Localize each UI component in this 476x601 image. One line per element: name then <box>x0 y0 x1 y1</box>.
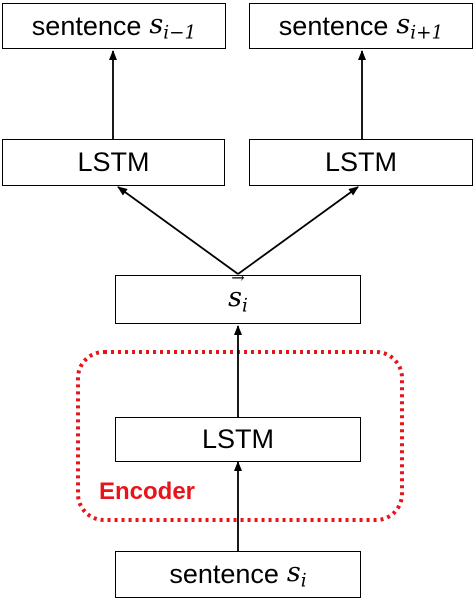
next-sentence-subscript: i+1 <box>410 22 444 44</box>
next-sentence-symbol: si+1 <box>396 9 443 44</box>
prev-sentence-var: s <box>149 8 164 40</box>
vector-arrow-accent: → <box>231 268 245 288</box>
sentence-vector-var: s <box>228 282 242 314</box>
input-sentence-subscript: i <box>300 570 307 592</box>
lstm-right-label: LSTM <box>324 147 397 177</box>
input-sentence-box: sentence si <box>115 551 361 598</box>
lstm-encoder-box: LSTM <box>115 417 361 462</box>
edge-vector-to-lstm-right <box>237 186 359 275</box>
edge-vector-to-lstm-left <box>117 186 239 275</box>
lstm-left-label: LSTM <box>77 147 150 177</box>
sentence-vector-subscript: i <box>241 295 248 317</box>
prev-sentence-word: sentence <box>31 10 142 41</box>
next-sentence-var: s <box>396 8 411 40</box>
input-sentence-var: s <box>286 557 301 589</box>
lstm-left-box: LSTM <box>2 139 225 186</box>
next-sentence-box: sentence si+1 <box>249 3 473 49</box>
prev-sentence-box: sentence si−1 <box>2 3 226 49</box>
sentence-vector-symbol: →si <box>228 270 248 317</box>
prev-sentence-subscript: i−1 <box>163 22 197 44</box>
lstm-right-box: LSTM <box>249 139 473 186</box>
sentence-vector-box: →si <box>115 270 361 324</box>
input-sentence-symbol: si <box>287 557 307 592</box>
prev-sentence-symbol: si−1 <box>149 9 196 44</box>
next-sentence-word: sentence <box>278 10 389 41</box>
lstm-encoder-label: LSTM <box>201 424 274 454</box>
encoder-label: Encoder <box>99 478 196 505</box>
input-sentence-word: sentence <box>169 559 279 589</box>
